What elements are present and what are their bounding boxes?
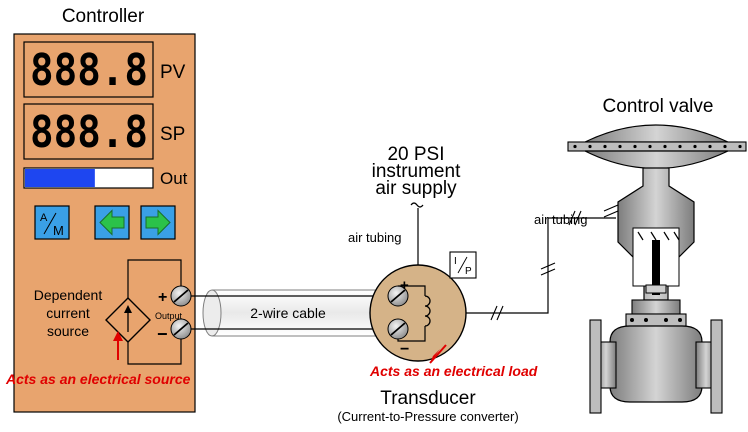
tubing-label-left: air tubing: [348, 230, 401, 245]
transducer-title: Transducer: [380, 388, 476, 409]
load-note: Acts as an electrical load: [369, 363, 538, 379]
controller-title: Controller: [62, 6, 145, 27]
controller-terminal-minus: [170, 318, 192, 340]
sp-display: [23, 103, 154, 160]
source-label-line3: source: [47, 323, 89, 339]
plus-sign: +: [158, 289, 167, 306]
source-label-line2: current: [46, 305, 90, 321]
am-bottom-letter: M: [53, 223, 64, 238]
source-label-line1: Dependent: [34, 287, 103, 303]
air-supply-line3: air supply: [375, 178, 457, 199]
left-arrow-icon: [99, 209, 125, 236]
pv-label: PV: [160, 62, 186, 83]
ip-badge-bottom: P: [465, 266, 472, 277]
auto-manual-button[interactable]: A M: [34, 205, 70, 240]
minus-sign: −: [157, 324, 168, 344]
pv-display: [23, 41, 154, 98]
right-arrow-icon: [145, 209, 171, 236]
tubing-label-right: air tubing: [534, 212, 587, 227]
output-label: Output: [155, 311, 183, 321]
out-label: Out: [160, 169, 188, 188]
current-source-circuit: [105, 259, 182, 365]
load-arrow: [429, 344, 447, 364]
decrease-button[interactable]: [94, 205, 130, 240]
transducer-subtitle: (Current-to-Pressure converter): [337, 409, 518, 424]
tubing-hatch-marks: [490, 204, 619, 321]
output-bar-fill: [25, 169, 95, 187]
pv-readout: 888.8: [30, 45, 148, 96]
controller-terminal-plus: [170, 285, 192, 307]
transducer-terminal-minus: [387, 318, 409, 340]
am-top-letter: A: [40, 212, 48, 224]
valve-title: Control valve: [603, 96, 714, 117]
sp-readout: 888.8: [30, 107, 148, 158]
cable-label: 2-wire cable: [250, 305, 326, 321]
supply-tilde-icon: [410, 202, 424, 208]
two-wire-cable: [191, 289, 398, 337]
air-supply-line1: 20 PSI: [387, 144, 444, 165]
ip-badge-top: I: [454, 256, 457, 267]
increase-button[interactable]: [140, 205, 176, 240]
transducer-body: [369, 264, 467, 362]
output-tubing: [466, 217, 616, 314]
sp-label: SP: [160, 124, 185, 145]
air-supply-line2: instrument: [372, 161, 461, 182]
transducer-minus: −: [400, 341, 409, 358]
control-valve: [567, 124, 747, 414]
coil-icon: [397, 285, 431, 342]
source-note: Acts as an electrical source: [5, 371, 191, 387]
ip-badge: I P: [449, 251, 477, 279]
